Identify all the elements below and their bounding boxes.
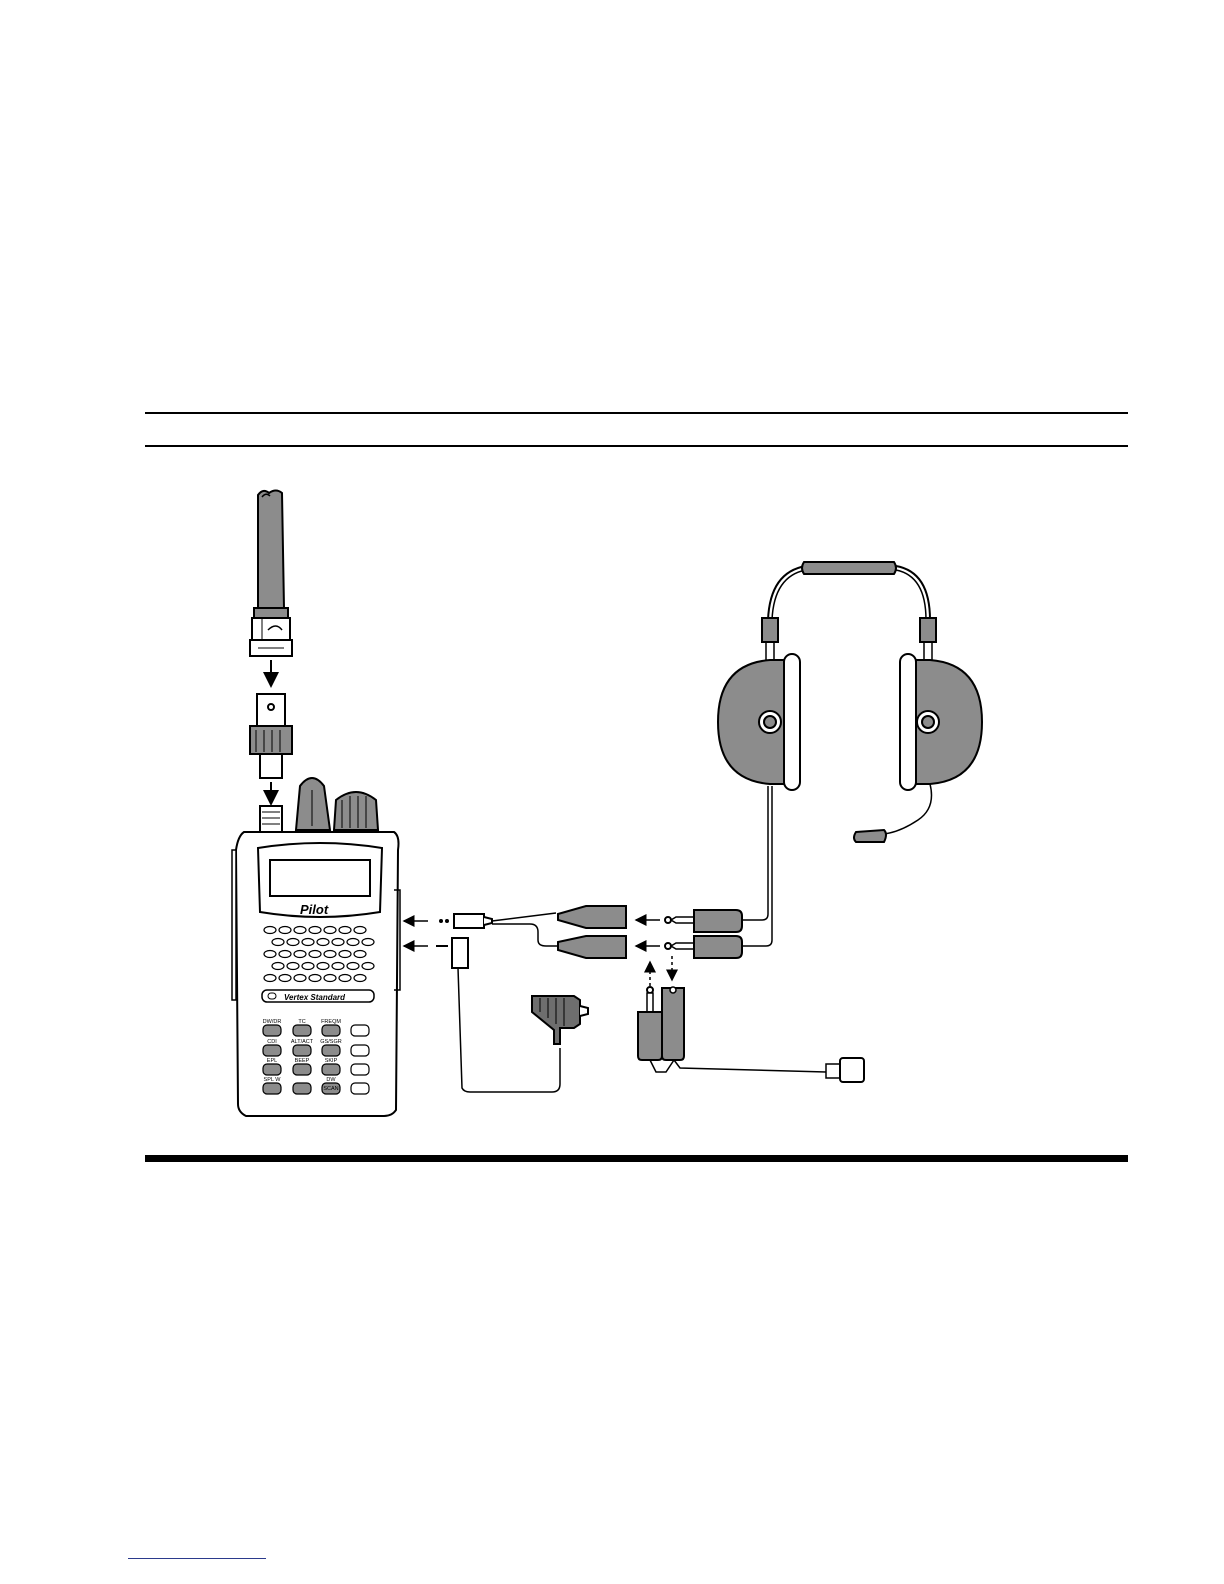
keypad-key-label: EPL: [267, 1058, 277, 1064]
grille-hole: [279, 975, 291, 982]
keypad-key-label: BEEP: [295, 1058, 310, 1064]
aviation-headset: [718, 562, 982, 842]
grille-hole: [317, 939, 329, 946]
grille-hole: [287, 939, 299, 946]
keypad-key: [322, 1045, 340, 1056]
grille-hole: [317, 963, 329, 970]
grille-hole: [309, 975, 321, 982]
keypad-key: [351, 1064, 369, 1075]
grille-hole: [347, 963, 359, 970]
grille-hole: [347, 939, 359, 946]
grille-hole: [302, 939, 314, 946]
keypad-key: [351, 1025, 369, 1036]
maker-badge: Vertex Standard: [262, 990, 374, 1002]
keypad-key: [263, 1064, 281, 1075]
grille-hole: [264, 975, 276, 982]
grille-hole: [264, 951, 276, 958]
grille-hole: [332, 939, 344, 946]
grille-hole: [272, 963, 284, 970]
grille-hole: [339, 951, 351, 958]
grille-hole: [294, 951, 306, 958]
keypad-key: [263, 1025, 281, 1036]
keypad-key-label: DW: [326, 1077, 336, 1083]
grille-hole: [287, 963, 299, 970]
radio-maker: Vertex Standard: [284, 993, 346, 1002]
grille-hole: [354, 927, 366, 934]
grille-hole: [332, 963, 344, 970]
headset-plugs: [665, 786, 772, 958]
cigarette-lighter-plug: [532, 996, 588, 1044]
antenna: [250, 491, 292, 657]
keypad-key: [351, 1083, 369, 1094]
grille-hole: [324, 975, 336, 982]
scan-key-label: SCAN: [323, 1086, 338, 1092]
keypad-key-label: ALT/ACT: [291, 1039, 314, 1045]
grille-hole: [279, 951, 291, 958]
grille-hole: [362, 939, 374, 946]
grille-hole: [264, 927, 276, 934]
keypad-key: [293, 1083, 311, 1094]
bnc-adapter: [250, 694, 292, 778]
handheld-radio: [232, 778, 400, 1116]
keypad-key-label: CDI: [267, 1039, 277, 1045]
grille-hole: [339, 975, 351, 982]
keypad-key: [293, 1064, 311, 1075]
keypad-key-label: SKIP: [325, 1058, 338, 1064]
keypad-key-label: TC: [298, 1019, 305, 1025]
keypad-key: [263, 1083, 281, 1094]
keypad-key: [263, 1045, 281, 1056]
grille-hole: [279, 927, 291, 934]
grille-hole: [309, 951, 321, 958]
grille-hole: [339, 927, 351, 934]
intercom-splitter: [638, 987, 864, 1082]
keypad-key-label: DW/DR: [263, 1019, 282, 1025]
keypad-key: [322, 1064, 340, 1075]
keypad-key: [293, 1025, 311, 1036]
grille-hole: [354, 951, 366, 958]
keypad-key-label: SPL W: [264, 1077, 282, 1083]
grille-hole: [302, 963, 314, 970]
grille-hole: [272, 939, 284, 946]
grille-hole: [362, 963, 374, 970]
keypad-key-label: FREQM: [321, 1019, 341, 1025]
keypad-key: [322, 1025, 340, 1036]
grille-hole: [324, 927, 336, 934]
grille-hole: [309, 927, 321, 934]
grille-hole: [294, 927, 306, 934]
keypad-key-label: GS/SGR: [320, 1039, 341, 1045]
grille-hole: [354, 975, 366, 982]
keypad-key: [293, 1045, 311, 1056]
keypad-key: [351, 1045, 369, 1056]
radio-brand: Pilot: [300, 902, 329, 917]
grille-hole: [324, 951, 336, 958]
grille-hole: [294, 975, 306, 982]
